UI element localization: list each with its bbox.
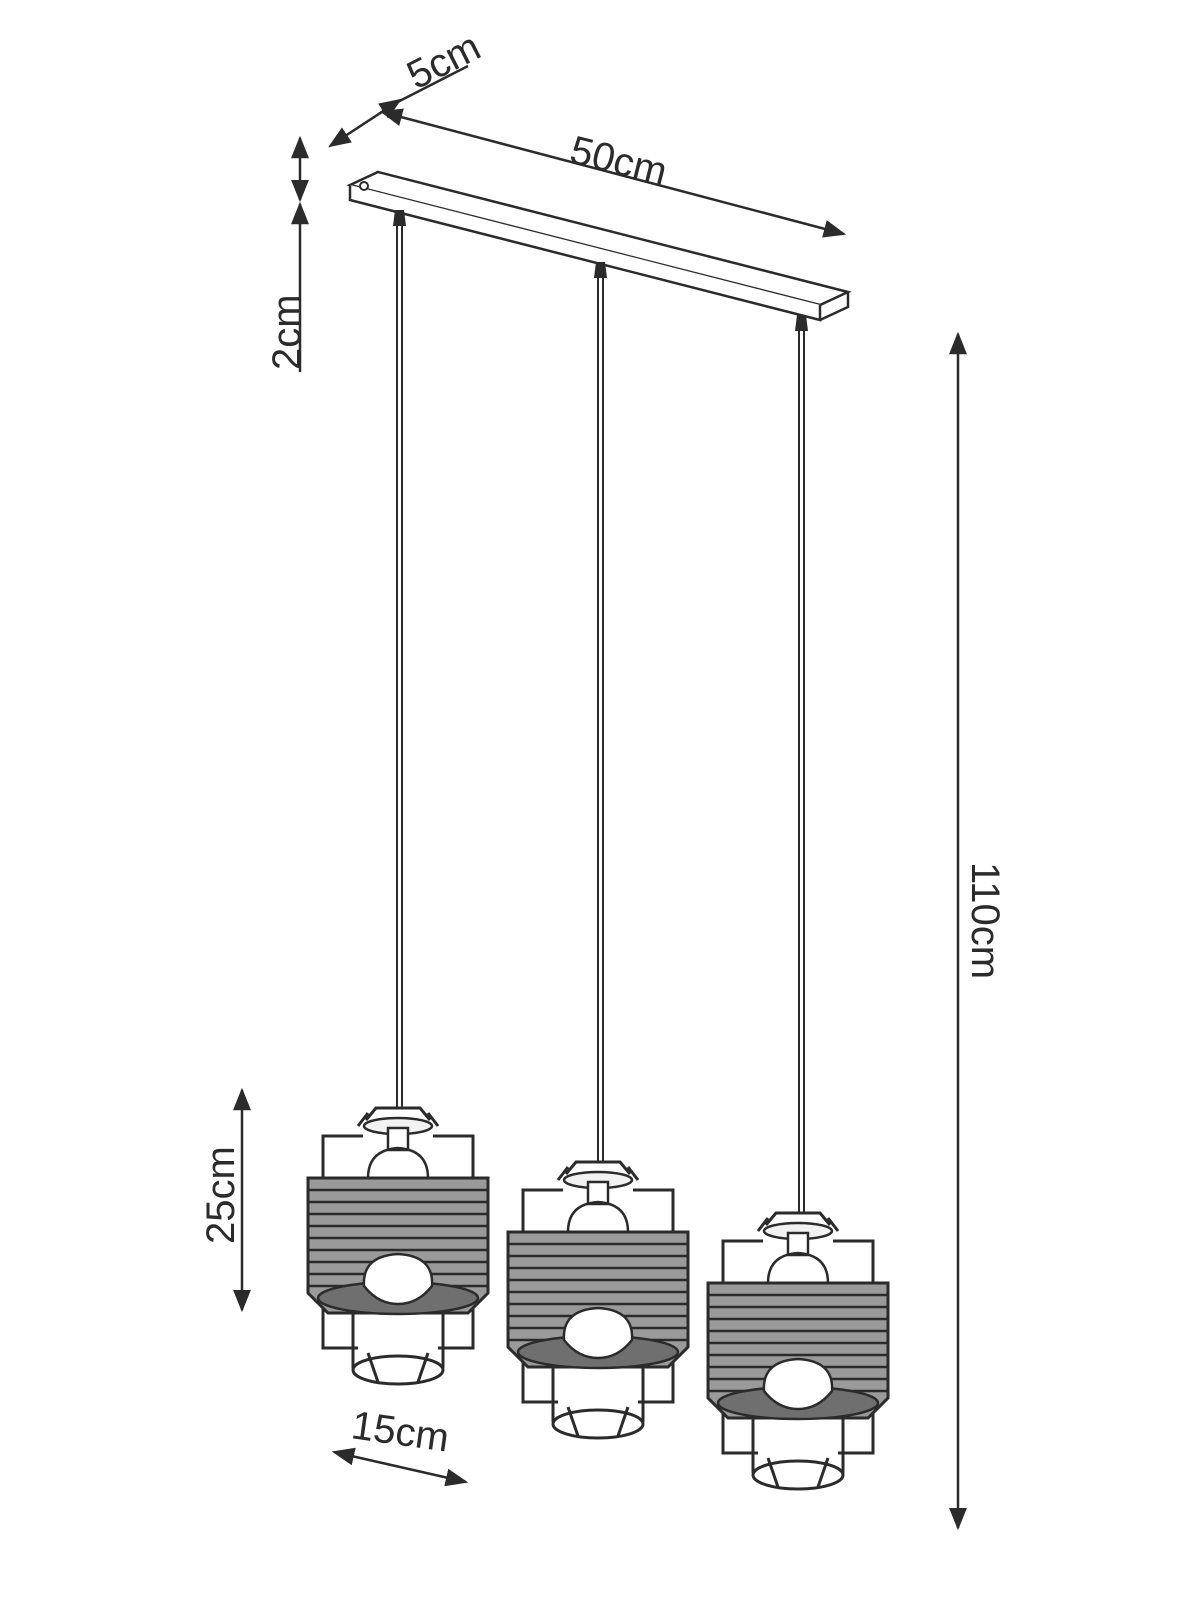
total-height-label: 110cm xyxy=(963,862,1007,979)
shade-height-dimension: 25cm xyxy=(199,1087,251,1313)
width-label: 50cm xyxy=(566,128,672,194)
total-height-dimension: 110cm xyxy=(949,331,1007,1531)
shade-height-label: 25cm xyxy=(199,1146,243,1244)
shade-diameter-label: 15cm xyxy=(349,1403,452,1460)
pendant-shade-right xyxy=(706,1211,890,1491)
shade-diameter-dimension: 15cm xyxy=(331,1403,469,1487)
canopy-height-dimension: 2cm xyxy=(265,135,309,372)
depth-dimension: 5cm xyxy=(328,25,487,148)
pendant-cords xyxy=(396,226,805,1213)
pendant-shade-center xyxy=(506,1160,690,1440)
pendant-shade-left xyxy=(306,1106,490,1386)
depth-label: 5cm xyxy=(400,25,487,99)
canopy-height-label: 2cm xyxy=(265,294,309,370)
